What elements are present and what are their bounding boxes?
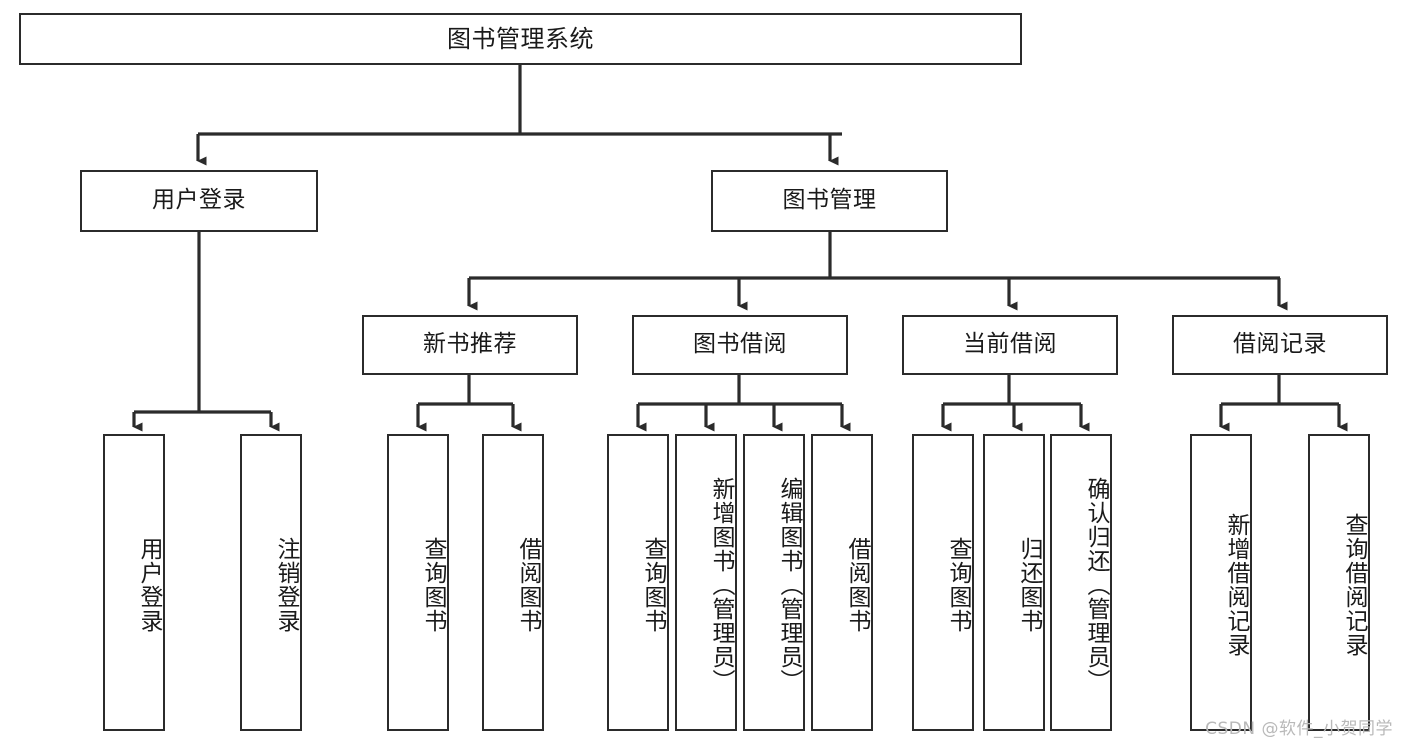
leaf-add-book-admin[interactable]: 新增图书（管理员） [675,434,737,731]
node-current-borrow[interactable]: 当前借阅 [902,315,1118,375]
node-book-borrow[interactable]: 图书借阅 [632,315,848,375]
node-root-system[interactable]: 图书管理系统 [19,13,1022,65]
leaf-query-book-borrow[interactable]: 查询图书 [607,434,669,731]
leaf-add-borrow-record[interactable]: 新增借阅记录 [1190,434,1252,731]
leaf-query-book-recommend[interactable]: 查询图书 [387,434,449,731]
leaf-user-login[interactable]: 用户登录 [103,434,165,731]
leaf-borrow-book[interactable]: 借阅图书 [811,434,873,731]
node-user-login[interactable]: 用户登录 [80,170,318,232]
leaf-borrow-book-recommend[interactable]: 借阅图书 [482,434,544,731]
leaf-query-borrow-record[interactable]: 查询借阅记录 [1308,434,1370,731]
leaf-user-logout[interactable]: 注销登录 [240,434,302,731]
node-borrow-records[interactable]: 借阅记录 [1172,315,1388,375]
node-new-book-recommend[interactable]: 新书推荐 [362,315,578,375]
leaf-return-book[interactable]: 归还图书 [983,434,1045,731]
leaf-edit-book-admin[interactable]: 编辑图书（管理员） [743,434,805,731]
csdn-watermark: CSDN @软件_小贺同学 [1205,719,1393,739]
leaf-confirm-return-admin[interactable]: 确认归还（管理员） [1050,434,1112,731]
node-book-management[interactable]: 图书管理 [711,170,948,232]
leaf-query-book-current[interactable]: 查询图书 [912,434,974,731]
